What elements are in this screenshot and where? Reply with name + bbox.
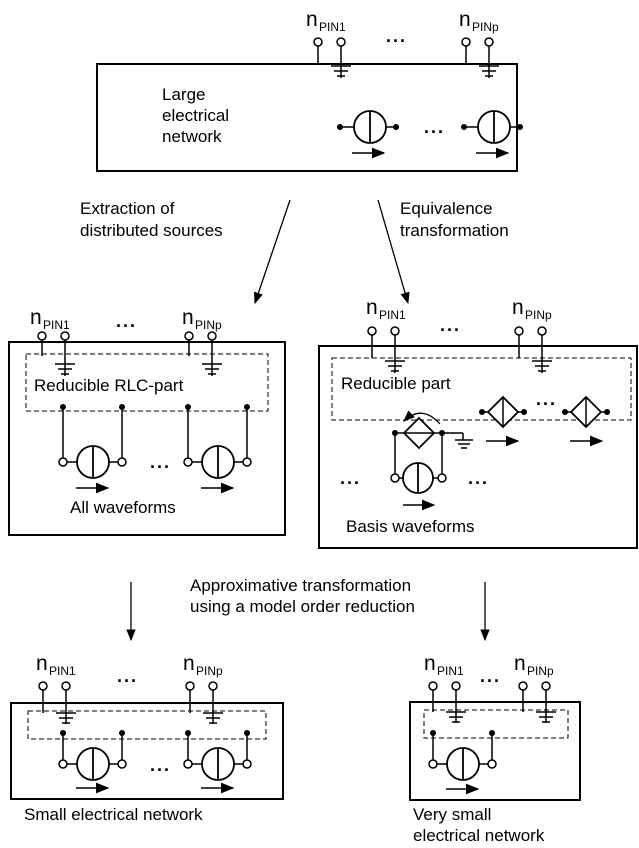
approx-label-line1: Approximative transformation xyxy=(190,576,411,595)
approx-label-line2: using a model order reduction xyxy=(190,597,415,616)
pin-terminal xyxy=(313,37,323,64)
pin-label-first: n PIN1 xyxy=(30,306,70,332)
reducible-rlc-label: Reducible RLC-part xyxy=(34,376,184,395)
pin-ellipsis: ... xyxy=(440,315,461,335)
controlled-source-icon xyxy=(562,395,610,447)
top-block-label-line3: network xyxy=(162,127,222,146)
svg-text:n: n xyxy=(514,652,526,675)
controlled-source-icon xyxy=(392,410,473,450)
pin-label-first: n PIN1 xyxy=(306,8,346,34)
pin-terminal xyxy=(514,326,524,358)
svg-text:PINp: PINp xyxy=(196,664,223,678)
svg-text:n: n xyxy=(182,306,194,329)
arrow-equivalence xyxy=(377,199,410,305)
right-middle-block: n PIN1 ... n PINp Red xyxy=(318,296,638,549)
svg-text:n: n xyxy=(424,652,436,675)
pin-terminal xyxy=(367,326,377,358)
pin-terminal-ground xyxy=(446,681,466,723)
current-source-icon xyxy=(58,404,127,494)
current-source-icon xyxy=(337,110,399,159)
pin-ellipsis: ... xyxy=(116,311,137,331)
current-source-icon xyxy=(58,730,127,794)
pin-terminal xyxy=(37,331,47,356)
source-ellipsis: ... xyxy=(340,468,361,488)
pin-terminal-ground xyxy=(331,37,351,78)
svg-text:PIN1: PIN1 xyxy=(437,664,464,678)
basis-waveforms-label: Basis waveforms xyxy=(346,517,474,536)
svg-text:PINp: PINp xyxy=(472,20,499,34)
svg-text:PIN1: PIN1 xyxy=(49,664,76,678)
pin-terminal-ground xyxy=(56,681,76,724)
bottom-left-block: n PIN1 ... n PINp xyxy=(10,652,284,800)
small-network-caption: Small electrical network xyxy=(24,805,203,824)
pin-terminal xyxy=(185,681,195,713)
all-waveforms-label: All waveforms xyxy=(70,498,176,517)
svg-text:n: n xyxy=(306,8,318,31)
pin-terminal xyxy=(461,37,471,64)
pin-terminal-ground xyxy=(532,326,552,373)
current-source-icon xyxy=(390,433,447,511)
pin-terminal-ground xyxy=(536,681,556,723)
svg-text:PIN1: PIN1 xyxy=(379,308,406,322)
pin-terminal-ground xyxy=(55,331,75,376)
svg-text:n: n xyxy=(30,306,42,329)
pin-ellipsis: ... xyxy=(480,666,501,686)
svg-text:n: n xyxy=(183,652,195,675)
source-ellipsis: ... xyxy=(536,389,557,409)
bottom-right-block: n PIN1 ... n PINp xyxy=(409,652,581,801)
top-block-label-line1: Large xyxy=(162,85,205,104)
pin-label-first: n PIN1 xyxy=(366,296,406,322)
svg-text:n: n xyxy=(512,296,524,319)
extraction-label-line1: Extraction of xyxy=(80,199,175,218)
pin-label-last: n PINp xyxy=(512,296,552,322)
reducible-part-label: Reducible part xyxy=(341,374,451,393)
svg-text:PINp: PINp xyxy=(195,318,222,332)
equivalence-label-line2: transformation xyxy=(400,221,509,240)
pin-label-last: n PINp xyxy=(514,652,554,678)
current-source-icon xyxy=(183,404,252,494)
svg-text:PIN1: PIN1 xyxy=(319,20,346,34)
pin-label-last: n PINp xyxy=(183,652,223,678)
pin-label-first: n PIN1 xyxy=(424,652,464,678)
current-source-icon xyxy=(183,730,252,794)
svg-text:n: n xyxy=(459,8,471,31)
left-middle-block: n PIN1 ... n PINp Red xyxy=(8,306,286,536)
arrow-extraction xyxy=(253,199,291,305)
extraction-label-line2: distributed sources xyxy=(80,221,223,240)
pin-terminal xyxy=(428,681,438,712)
pin-terminal-ground xyxy=(203,681,223,724)
pin-ellipsis: ... xyxy=(386,26,407,46)
equivalence-label-line1: Equivalence xyxy=(400,199,493,218)
pin-terminal xyxy=(38,681,48,713)
current-source-icon xyxy=(428,730,497,795)
pin-terminal-ground xyxy=(202,331,222,376)
pin-label-first: n PIN1 xyxy=(36,652,76,678)
source-ellipsis: ... xyxy=(150,755,171,775)
pin-terminal xyxy=(518,681,528,712)
svg-text:PINp: PINp xyxy=(525,308,552,322)
source-ellipsis: ... xyxy=(424,117,445,137)
svg-text:PINp: PINp xyxy=(527,664,554,678)
source-ellipsis: ... xyxy=(468,468,489,488)
pin-ellipsis: ... xyxy=(117,666,138,686)
pin-terminal-ground xyxy=(479,37,499,78)
current-source-icon xyxy=(461,110,523,159)
svg-text:PIN1: PIN1 xyxy=(43,318,70,332)
very-small-caption-line2: electrical network xyxy=(413,826,545,845)
top-block-label-line2: electrical xyxy=(162,106,229,125)
pin-label-last: n PINp xyxy=(459,8,499,34)
svg-text:n: n xyxy=(36,652,48,675)
source-ellipsis: ... xyxy=(150,452,171,472)
pin-terminal-ground xyxy=(385,326,405,373)
controlled-source-icon xyxy=(479,395,527,447)
top-block: n PIN1 ... n PINp Lar xyxy=(96,8,523,172)
very-small-caption-line1: Very small xyxy=(413,805,491,824)
pin-terminal xyxy=(184,331,194,356)
svg-text:n: n xyxy=(366,296,378,319)
pin-label-last: n PINp xyxy=(182,306,222,332)
